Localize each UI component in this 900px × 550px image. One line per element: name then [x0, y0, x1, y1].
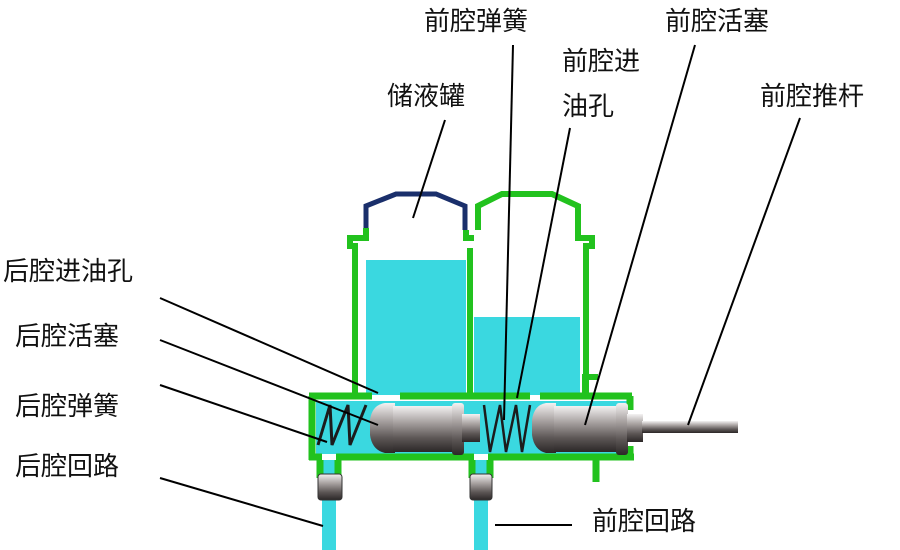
reservoir-housing: [347, 191, 598, 395]
leader-front-pushrod: [687, 117, 801, 426]
leader-rear-piston: [159, 339, 379, 426]
leader-front-inlet: [516, 127, 571, 399]
label-front-pushrod: 前腔推杆: [760, 82, 865, 112]
leader-rear-circuit: [159, 477, 324, 527]
leader-rear-spring: [159, 384, 328, 443]
rear-reservoir-cap: [363, 191, 468, 230]
label-front-inlet-line1: 前腔进: [562, 47, 641, 77]
rear-reservoir-fluid: [366, 260, 466, 395]
pushrod-shape: [642, 421, 738, 433]
rear-spring: [316, 404, 368, 446]
label-rear-inlet: 后腔进油孔: [3, 257, 134, 287]
front-outlet-fitting: [469, 473, 493, 501]
label-rear-spring: 后腔弹簧: [15, 392, 120, 422]
front-piston-shape: [532, 403, 643, 455]
label-front-circuit: 前腔回路: [592, 507, 697, 537]
label-reservoir: 储液罐: [387, 82, 466, 112]
front-spring: [482, 404, 532, 453]
leader-front-piston: [584, 44, 696, 426]
rear-piston-shape: [370, 403, 480, 455]
leader-front-spring: [503, 44, 514, 421]
label-front-piston: 前腔活塞: [665, 7, 770, 37]
front-reservoir-fluid: [474, 317, 580, 395]
label-front-inlet-line2: 油孔: [562, 92, 615, 122]
leader-rear-inlet: [159, 297, 379, 394]
label-rear-circuit: 后腔回路: [15, 452, 120, 482]
rear-outlet-fitting: [317, 473, 343, 501]
leader-reservoir: [412, 119, 446, 219]
label-front-spring: 前腔弹簧: [424, 7, 529, 37]
label-rear-piston: 后腔活塞: [15, 322, 120, 352]
cylinder-housing: [308, 392, 634, 482]
leader-lines: [159, 44, 801, 527]
